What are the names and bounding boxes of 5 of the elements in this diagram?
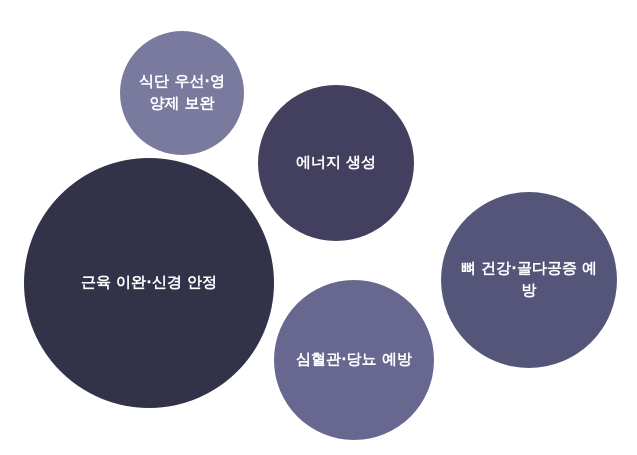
circle-label: 에너지 생성 <box>296 152 376 174</box>
circle-label: 심혈관·당뇨 예방 <box>296 349 412 370</box>
circle-label: 뼈 건강·골다공증 예방 <box>460 258 598 301</box>
circle-label: 식단 우선·영양제 보완 <box>138 71 226 114</box>
circle-label: 근육 이완·신경 안정 <box>80 272 218 294</box>
